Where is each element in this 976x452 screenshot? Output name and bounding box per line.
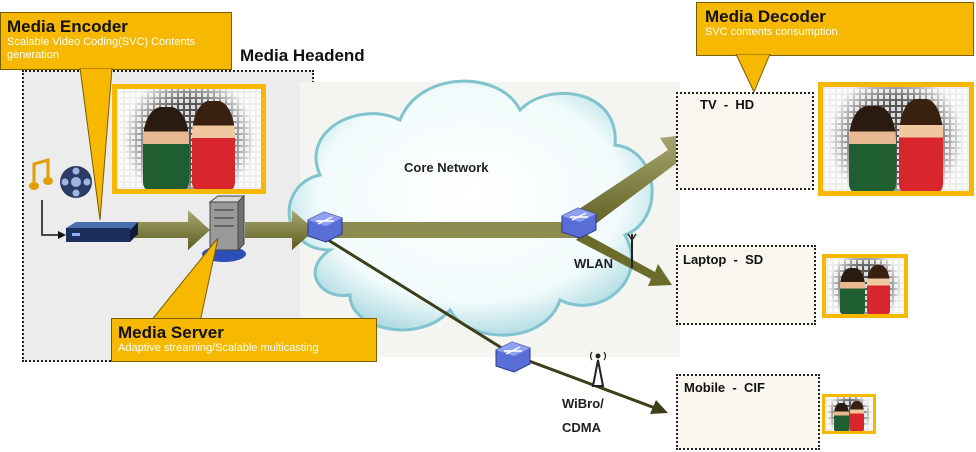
- router-icon: [561, 207, 597, 239]
- laptop-sd-label: Laptop - SD: [683, 252, 764, 267]
- media-server-callout: Media Server Adaptive streaming/Scalable…: [111, 318, 377, 362]
- media-encoder-pointer: [79, 68, 113, 221]
- media-decoder-title: Media Decoder: [705, 7, 826, 26]
- encoder-to-server-arrow: [135, 210, 210, 250]
- antenna-icon: [589, 351, 607, 387]
- encoder-device-icon: [66, 222, 138, 242]
- cif-output-thumbnail: [822, 394, 876, 434]
- tv-hd-box: TV - HD: [676, 92, 814, 190]
- wibro-label: WiBro/: [562, 396, 604, 411]
- media-decoder-subtitle: SVC contents consumption: [705, 26, 838, 38]
- hd-output-thumbnail: [818, 82, 974, 196]
- media-decoder-callout: Media Decoder SVC contents consumption: [696, 2, 974, 56]
- mobile-cif-arrow: [512, 353, 656, 410]
- source-connector: [41, 200, 62, 236]
- laptop-sd-arrow: [576, 232, 672, 286]
- sd-output-thumbnail: [822, 254, 908, 318]
- core-trunk-link: [325, 222, 578, 238]
- media-server-subtitle: Adaptive streaming/Scalable multicasting: [118, 342, 319, 354]
- mobile-cif-box: Mobile - CIF: [676, 374, 820, 450]
- tv-hd-label: TV - HD: [700, 97, 755, 112]
- laptop-sd-box: Laptop - SD: [676, 245, 816, 325]
- mobile-cif-label: Mobile - CIF: [684, 380, 765, 395]
- tv-hd-arrow: [570, 132, 708, 234]
- server-to-core-arrow: [245, 210, 315, 250]
- cdma-label: CDMA: [562, 420, 601, 435]
- antenna-icon: [627, 233, 637, 268]
- media-headend-title: Media Headend: [240, 46, 365, 65]
- mobile-link-line: [324, 236, 514, 357]
- media-encoder-callout: Media Encoder Scalable Video Coding(SVC)…: [0, 12, 232, 70]
- media-server-pointer: [149, 238, 219, 322]
- core-network-label: Core Network: [404, 160, 489, 175]
- media-encoder-title: Media Encoder: [7, 17, 128, 36]
- media-encoder-subtitle: Scalable Video Coding(SVC) Contents gene…: [7, 36, 196, 61]
- mobile-arrow-head: [650, 400, 668, 414]
- router-icon: [307, 211, 343, 243]
- router-icon: [495, 341, 531, 373]
- encoded-video-thumbnail: [112, 84, 266, 194]
- music-film-icon: [29, 158, 92, 198]
- media-decoder-pointer: [735, 54, 771, 94]
- media-server-title: Media Server: [118, 323, 224, 342]
- wlan-label: WLAN: [574, 256, 613, 271]
